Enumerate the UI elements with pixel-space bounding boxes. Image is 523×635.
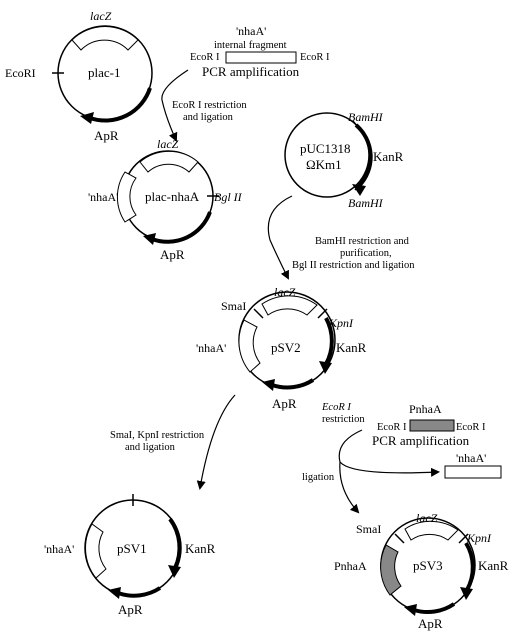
lacz-gene <box>261 295 318 316</box>
nhaa-gene <box>116 171 137 223</box>
apr-label: ApR <box>272 396 297 411</box>
pnhaa-title: PnhaA <box>409 402 442 416</box>
plasmid-psv1: 'nhaA' pSV1 KanR ApR <box>44 494 216 617</box>
plasmid-psv2: SmaI lacZ KpnI 'nhaA' pSV2 KanR ApR <box>196 285 367 411</box>
apr-label: ApR <box>118 602 143 617</box>
kpni-label: KpnI <box>328 316 354 330</box>
apr-gene <box>89 87 152 123</box>
plasmid-name-line1: pUC1318 <box>300 141 351 156</box>
step-2-line2: purification, <box>340 248 392 259</box>
step-4-line1: EcoR I <box>321 402 351 413</box>
kanr-gene <box>464 541 475 591</box>
bamhi-bottom-label: BamHI <box>348 196 384 210</box>
plasmid-name: pSV2 <box>271 340 301 355</box>
plasmid-puc1318: BamHI pUC1318 ΩKm1 KanR BamHI <box>284 110 404 210</box>
plasmid-name: pSV3 <box>413 558 443 573</box>
smai-label: SmaI <box>356 522 381 536</box>
step-4-line2: restriction <box>322 414 365 425</box>
plasmid-name: pSV1 <box>117 541 147 556</box>
step-3-line2: and ligation <box>125 442 176 453</box>
plasmid-name-line2: ΩKm1 <box>306 157 342 172</box>
nhaa-gene <box>238 319 261 373</box>
fragment-title: 'nhaA' <box>236 24 266 38</box>
plasmid-name: plac-1 <box>88 65 120 80</box>
step-1-line1: EcoR I restriction <box>172 100 247 111</box>
ecori-left: EcoR I <box>190 52 220 63</box>
plasmid-plac-nhaa: lacZ 'nhaA' plac-nhaA Bgl II ApR <box>88 137 243 262</box>
ecori-label: EcoRI <box>5 66 36 80</box>
apr-gene <box>117 586 162 598</box>
step-2-line1: BamHI restriction and <box>315 236 410 247</box>
kanr-gene <box>354 123 373 188</box>
bamhi-top-label: BamHI <box>348 110 384 124</box>
ecori-right: EcoR I <box>456 422 486 433</box>
apr-gene <box>151 211 212 244</box>
ecori-right: EcoR I <box>300 52 330 63</box>
pnhaa-box <box>409 419 455 432</box>
ecori-left: EcoR I <box>377 422 407 433</box>
kanr-label: KanR <box>185 541 216 556</box>
kanr-label: KanR <box>336 340 367 355</box>
step-3-line1: SmaI, KpnI restriction <box>110 430 205 441</box>
lacz-gene <box>139 150 199 173</box>
fragment-box <box>225 51 297 64</box>
released-nhaa-label: 'nhaA' <box>456 451 486 465</box>
apr-label: ApR <box>160 247 185 262</box>
lacz-label: lacZ <box>157 137 179 151</box>
pcr-label: PCR amplification <box>202 64 300 79</box>
pnhaa-label: PnhaA <box>334 559 367 573</box>
plasmid-name: plac-nhaA <box>145 189 200 204</box>
nhaa-label: 'nhaA' <box>196 341 226 355</box>
step-5: ligation <box>302 472 335 483</box>
lacz-label: lacZ <box>416 511 438 525</box>
nhaa-label: 'nhaA' <box>44 542 74 556</box>
fragment-promoter: PnhaA EcoR I EcoR I PCR amplification <box>372 402 486 448</box>
kanr-label: KanR <box>373 149 404 164</box>
nhaa-gene <box>85 523 107 579</box>
kanr-gene <box>324 317 334 365</box>
apr-label: ApR <box>94 128 119 143</box>
nhaa-label: 'nhaA' <box>88 190 118 204</box>
fragment-internal: 'nhaA' internal fragment EcoR I EcoR I P… <box>190 24 330 79</box>
apr-gene <box>271 378 315 390</box>
kpni-label: KpnI <box>466 531 492 545</box>
kanr-label: KanR <box>478 558 509 573</box>
kanr-gene <box>168 517 182 569</box>
smai-label: SmaI <box>221 299 246 313</box>
lacz-gene <box>71 26 139 51</box>
bglii-label: Bgl II <box>214 190 243 204</box>
fragment-subtitle: internal fragment <box>214 40 287 51</box>
lacz-gene <box>404 520 459 541</box>
step-2-line3: Bgl II restriction and ligation <box>292 260 415 271</box>
apr-label: ApR <box>418 616 443 631</box>
plasmid-psv3: SmaI lacZ KpnI PnhaA pSV3 KanR ApR <box>334 511 509 631</box>
lacz-label: lacZ <box>90 9 112 23</box>
step-1-line2: and ligation <box>183 112 234 123</box>
lacz-label: lacZ <box>274 285 296 299</box>
released-nhaa-box <box>444 465 502 479</box>
apr-gene <box>413 602 456 615</box>
pcr-label: PCR amplification <box>372 433 470 448</box>
plasmid-plac-1: lacZ EcoRI plac-1 ApR <box>5 9 153 143</box>
pnhaa-gene <box>380 544 402 596</box>
